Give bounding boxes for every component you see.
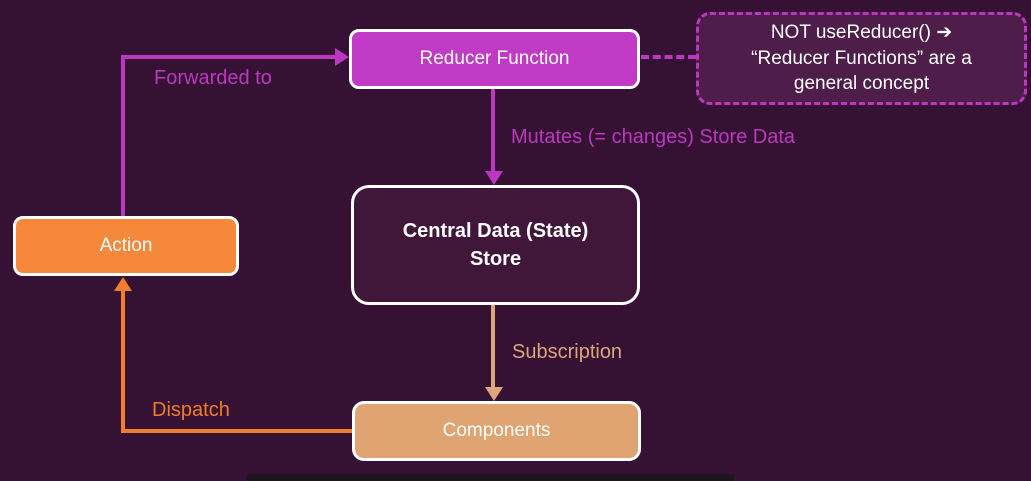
edge-label-dispatch: Dispatch: [152, 399, 230, 421]
note-line-2: “Reducer Functions” are a: [751, 47, 972, 69]
note-line-3: general concept: [793, 73, 930, 95]
node-components: Components: [352, 401, 641, 461]
arrowhead-down-icon: [485, 387, 503, 401]
edge-mutates-line: [491, 89, 495, 173]
edge-label-forwarded-to: Forwarded to: [154, 67, 272, 89]
edge-forwarded-to-vertical-line: [121, 56, 125, 217]
note-line-1: NOT useReducer() ➔: [770, 22, 953, 44]
arrowhead-up-icon: [114, 277, 132, 291]
node-components-label: Components: [442, 420, 551, 441]
bottom-dark-strip: [247, 474, 734, 481]
edge-dispatch-horizontal-line: [121, 429, 352, 433]
node-action: Action: [13, 216, 239, 276]
edge-label-mutates: Mutates (= changes) Store Data: [511, 126, 796, 148]
node-central-data-store: Central Data (State) Store: [351, 185, 640, 305]
node-reducer-function: Reducer Function: [349, 29, 640, 89]
edge-forwarded-to-horizontal-line: [121, 55, 337, 59]
node-not-usereducer-note: NOT useReducer() ➔ “Reducer Functions” a…: [696, 12, 1027, 105]
edge-dispatch-vertical-line: [121, 289, 125, 433]
node-action-label: Action: [99, 235, 153, 256]
store-line-2: Store: [469, 248, 522, 270]
node-reducer-function-label: Reducer Function: [419, 48, 570, 69]
edge-note-dashed-line: [641, 55, 696, 59]
edge-label-subscription: Subscription: [512, 341, 623, 363]
arrowhead-down-icon: [485, 171, 503, 185]
arrowhead-right-icon: [335, 48, 349, 66]
store-line-1: Central Data (State): [402, 220, 589, 242]
edge-subscription-line: [491, 305, 495, 389]
